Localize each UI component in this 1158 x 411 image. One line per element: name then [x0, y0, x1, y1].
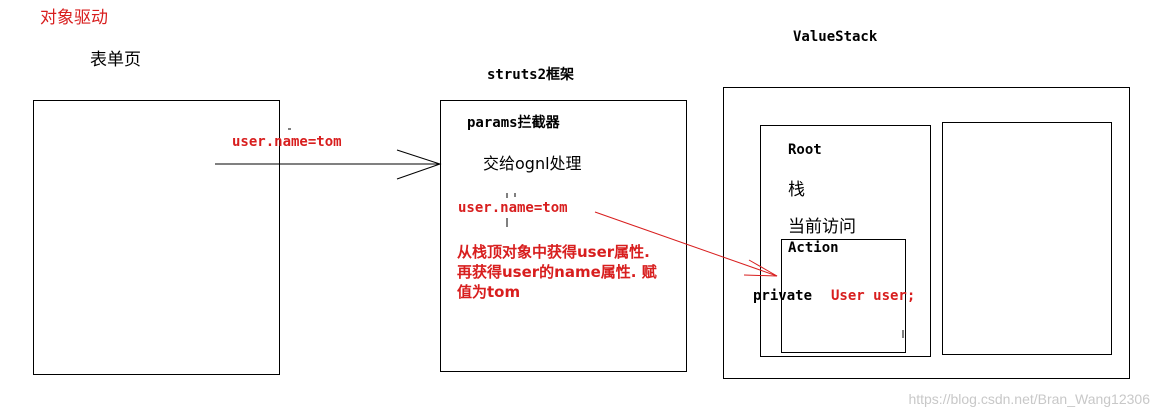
- framework-label-text: struts2框架: [487, 67, 575, 83]
- assign-arrow-head: [743, 259, 778, 277]
- action-label: Action: [788, 240, 839, 256]
- submitted-param: user.name=tom: [232, 134, 342, 150]
- ognl-handoff-label: 交给ognl处理: [483, 156, 582, 172]
- root-box: [760, 125, 931, 357]
- assign-arrow-shaft: [594, 211, 778, 277]
- ognl-explanation: 从栈顶对象中获得user属性. 再获得user的name属性. 赋值为tom: [457, 243, 657, 301]
- ognl-handoff-text: 交给ognl处理: [483, 154, 582, 173]
- interceptor-label: params拦截器: [467, 114, 560, 130]
- action-field-decl: User user;: [831, 288, 916, 304]
- root-label: Root: [788, 142, 822, 158]
- framework-box: [440, 100, 687, 372]
- form-page-box: [33, 100, 280, 375]
- action-field-modifier: private: [753, 288, 813, 304]
- interceptor-text: params拦截器: [467, 115, 560, 131]
- valuestack-label: ValueStack: [793, 29, 878, 45]
- framework-label: struts2框架: [487, 66, 574, 82]
- submit-arrow-head: [396, 149, 442, 180]
- stack-label: 栈: [788, 180, 805, 200]
- current-access-label: 当前访问: [788, 217, 856, 237]
- form-page-label: 表单页: [90, 50, 141, 70]
- action-box: [781, 239, 906, 353]
- valuestack-box: [723, 87, 1130, 379]
- watermark: https://blog.csdn.net/Bran_Wang12306: [908, 391, 1150, 407]
- stack-side-box: [942, 122, 1112, 355]
- diagram-title: 对象驱动: [40, 8, 108, 28]
- ognl-expression: user.name=tom: [458, 200, 568, 216]
